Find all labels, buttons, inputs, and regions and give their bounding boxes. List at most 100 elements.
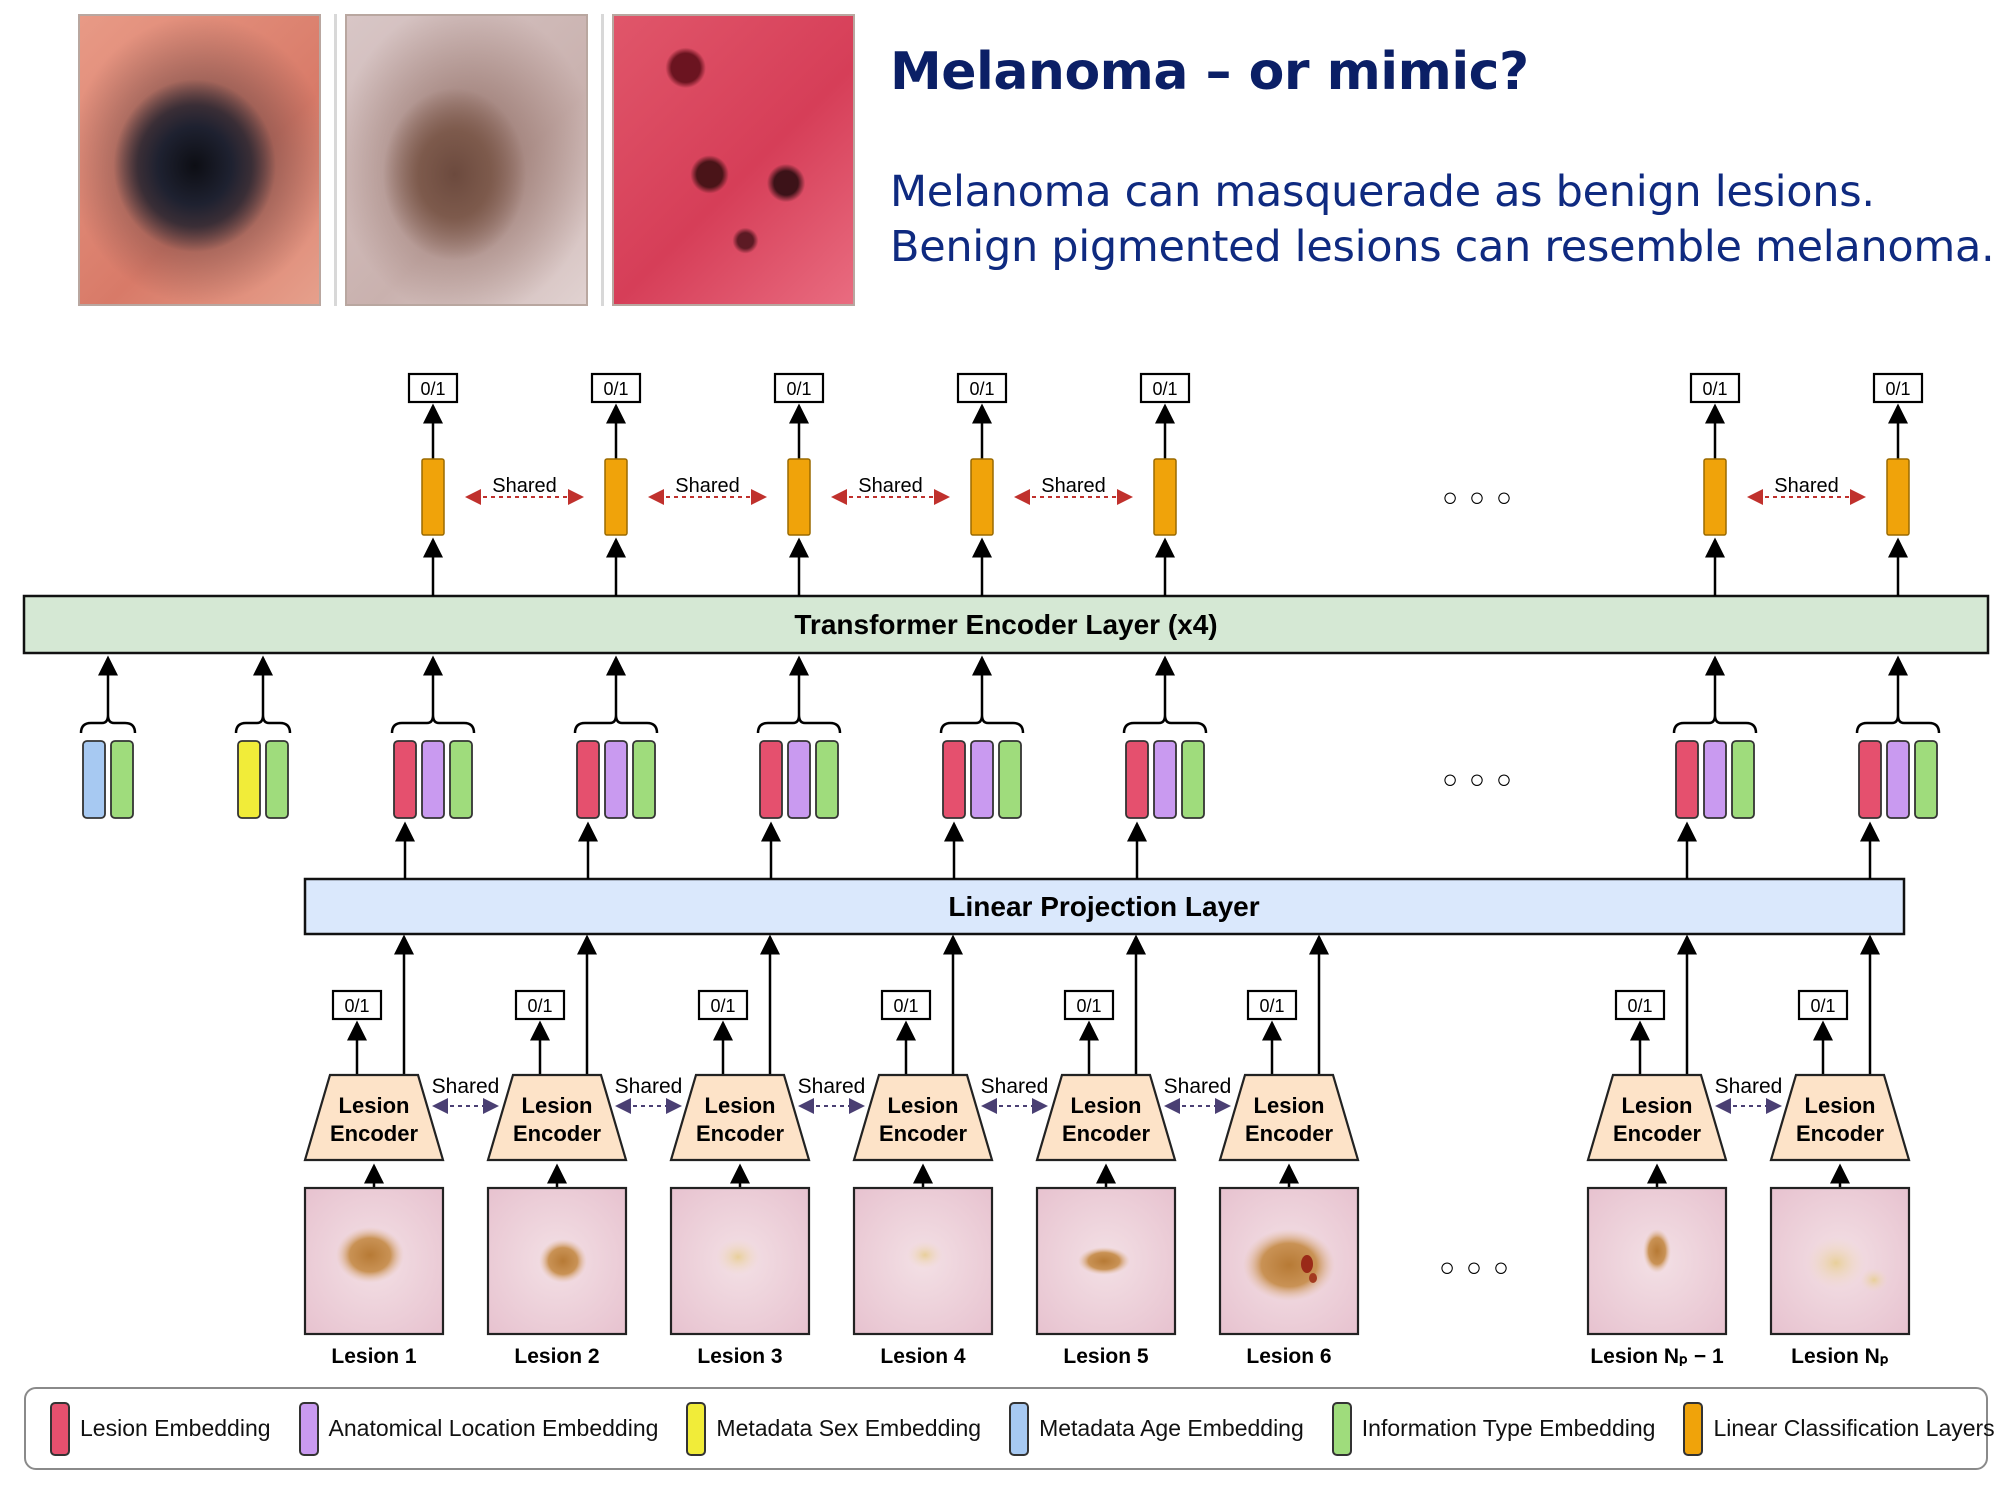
legend-item-metadata-age-embedding: Metadata Age Embedding — [1009, 1401, 1304, 1456]
output-label: 0/1 — [344, 996, 369, 1016]
slide-headline: Melanoma – or mimic? — [890, 42, 1529, 102]
lesion-encoder — [303, 1073, 445, 1162]
encoder-label-line-2: Encoder — [1062, 1121, 1150, 1146]
output-label: 0/1 — [603, 379, 628, 399]
subtext-line-1: Melanoma can masquerade as benign lesion… — [890, 167, 1875, 217]
shared-label: Shared — [1164, 1075, 1232, 1098]
classification-layer — [421, 458, 445, 536]
legend-swatch — [686, 1401, 707, 1456]
embedding-token — [393, 740, 417, 819]
embedding-token — [1125, 740, 1149, 819]
output-label: 0/1 — [420, 379, 445, 399]
lesion-spot — [336, 1227, 404, 1283]
top-output-box — [590, 372, 642, 404]
embedding-token — [1675, 740, 1699, 819]
encoder-output-box — [697, 989, 749, 1021]
top-output-box — [956, 372, 1008, 404]
legend-label: Lesion Embedding — [80, 1415, 271, 1441]
encoder-label-line-2: Encoder — [696, 1121, 784, 1146]
output-label: 0/1 — [969, 379, 994, 399]
shared-label: Shared — [981, 1075, 1049, 1098]
legend-swatch — [1009, 1401, 1030, 1456]
transformer-layer: Transformer Encoder Layer (x4) — [22, 594, 1990, 655]
grouping-brace — [756, 714, 842, 734]
output-label: 0/1 — [1702, 379, 1727, 399]
encoder-label-line-1: Lesion — [1071, 1093, 1142, 1118]
lesion-encoder — [1218, 1073, 1360, 1162]
lesion-spot — [1078, 1247, 1130, 1275]
top-output-box — [1689, 372, 1741, 404]
grouping-brace — [1672, 714, 1758, 734]
subtext-line-2: Benign pigmented lesions can resemble me… — [890, 222, 1995, 272]
output-label: 0/1 — [1810, 996, 1835, 1016]
embedding-token — [1731, 740, 1755, 819]
architecture-diagram: Transformer Encoder Layer (x4) Linear Pr… — [22, 372, 1990, 1368]
lesion-spot-dark — [1301, 1255, 1313, 1273]
encoder-label-line-2: Encoder — [1796, 1121, 1884, 1146]
lesion-spot-secondary — [1860, 1268, 1888, 1292]
shared-label: Shared — [1041, 475, 1106, 497]
classification-layer — [1703, 458, 1727, 536]
legend: Lesion Embedding Anatomical Location Emb… — [24, 1387, 1995, 1470]
top-output-box — [1872, 372, 1924, 404]
output-label: 0/1 — [527, 996, 552, 1016]
encoder-output-box — [1797, 989, 1849, 1021]
lesion-label: Lesion 6 — [1246, 1345, 1331, 1368]
legend-label: Metadata Age Embedding — [1039, 1415, 1304, 1441]
legend-label: Anatomical Location Embedding — [328, 1415, 659, 1441]
encoder-label-line-1: Lesion — [339, 1093, 410, 1118]
ellipsis-middle: ○ ○ ○ — [1442, 764, 1514, 794]
encoder-label-line-2: Encoder — [330, 1121, 418, 1146]
classification-layer — [787, 458, 811, 536]
lesion-spot — [1643, 1229, 1671, 1273]
legend-item-metadata-sex-embedding: Metadata Sex Embedding — [686, 1401, 981, 1456]
output-label: 0/1 — [1076, 996, 1101, 1016]
lesion-spot — [539, 1239, 587, 1283]
output-label: 0/1 — [1627, 996, 1652, 1016]
embedding-token — [970, 740, 994, 819]
grouping-brace — [234, 714, 292, 734]
ellipsis-top: ○ ○ ○ — [1442, 482, 1514, 512]
embedding-token — [110, 740, 134, 819]
classification-layer — [1153, 458, 1177, 536]
legend-swatch — [50, 1401, 70, 1456]
classification-layer — [604, 458, 628, 536]
legend-swatch — [298, 1401, 319, 1456]
legend-label: Information Type Embedding — [1361, 1415, 1656, 1441]
encoder-label-line-1: Lesion — [1254, 1093, 1325, 1118]
encoder-output-box — [1614, 989, 1666, 1021]
output-label: 0/1 — [893, 996, 918, 1016]
pigmented-lesion-photo — [612, 14, 855, 306]
embedding-token — [942, 740, 966, 819]
lesion-spot — [1243, 1229, 1335, 1301]
encoder-output-box — [514, 989, 566, 1021]
output-label: 0/1 — [786, 379, 811, 399]
embedding-token — [1703, 740, 1727, 819]
legend-item-linear-classification-layers: Linear Classification Layers — [1683, 1401, 1995, 1456]
shared-label: Shared — [432, 1075, 500, 1098]
lesion-encoder — [1035, 1073, 1177, 1162]
embedding-token — [1858, 740, 1882, 819]
photo-divider — [334, 14, 337, 306]
grouping-brace — [390, 714, 476, 734]
transformer-layer-label: Transformer Encoder Layer (x4) — [794, 609, 1217, 640]
grouping-brace — [79, 714, 137, 734]
ellipsis-bottom: ○ ○ ○ — [1439, 1252, 1511, 1282]
encoder-label-line-1: Lesion — [522, 1093, 593, 1118]
lesion-encoder — [669, 1073, 811, 1162]
encoder-label-line-1: Lesion — [705, 1093, 776, 1118]
output-label: 0/1 — [710, 996, 735, 1016]
lesion-label: Lesion 5 — [1063, 1345, 1149, 1368]
shared-label: Shared — [492, 475, 557, 497]
classification-layer — [970, 458, 994, 536]
output-label: 0/1 — [1152, 379, 1177, 399]
grouping-brace — [939, 714, 1025, 734]
lesion-label: Lesion 3 — [697, 1345, 782, 1368]
lesion-label: Lesion Nₚ — [1791, 1345, 1889, 1368]
linear-projection-layer: Linear Projection Layer — [303, 877, 1906, 936]
encoder-output-box — [331, 989, 383, 1021]
encoder-label-line-2: Encoder — [513, 1121, 601, 1146]
embedding-token — [604, 740, 628, 819]
legend-item-lesion-embedding: Lesion Embedding — [50, 1401, 271, 1456]
lesion-encoder — [1586, 1073, 1728, 1162]
